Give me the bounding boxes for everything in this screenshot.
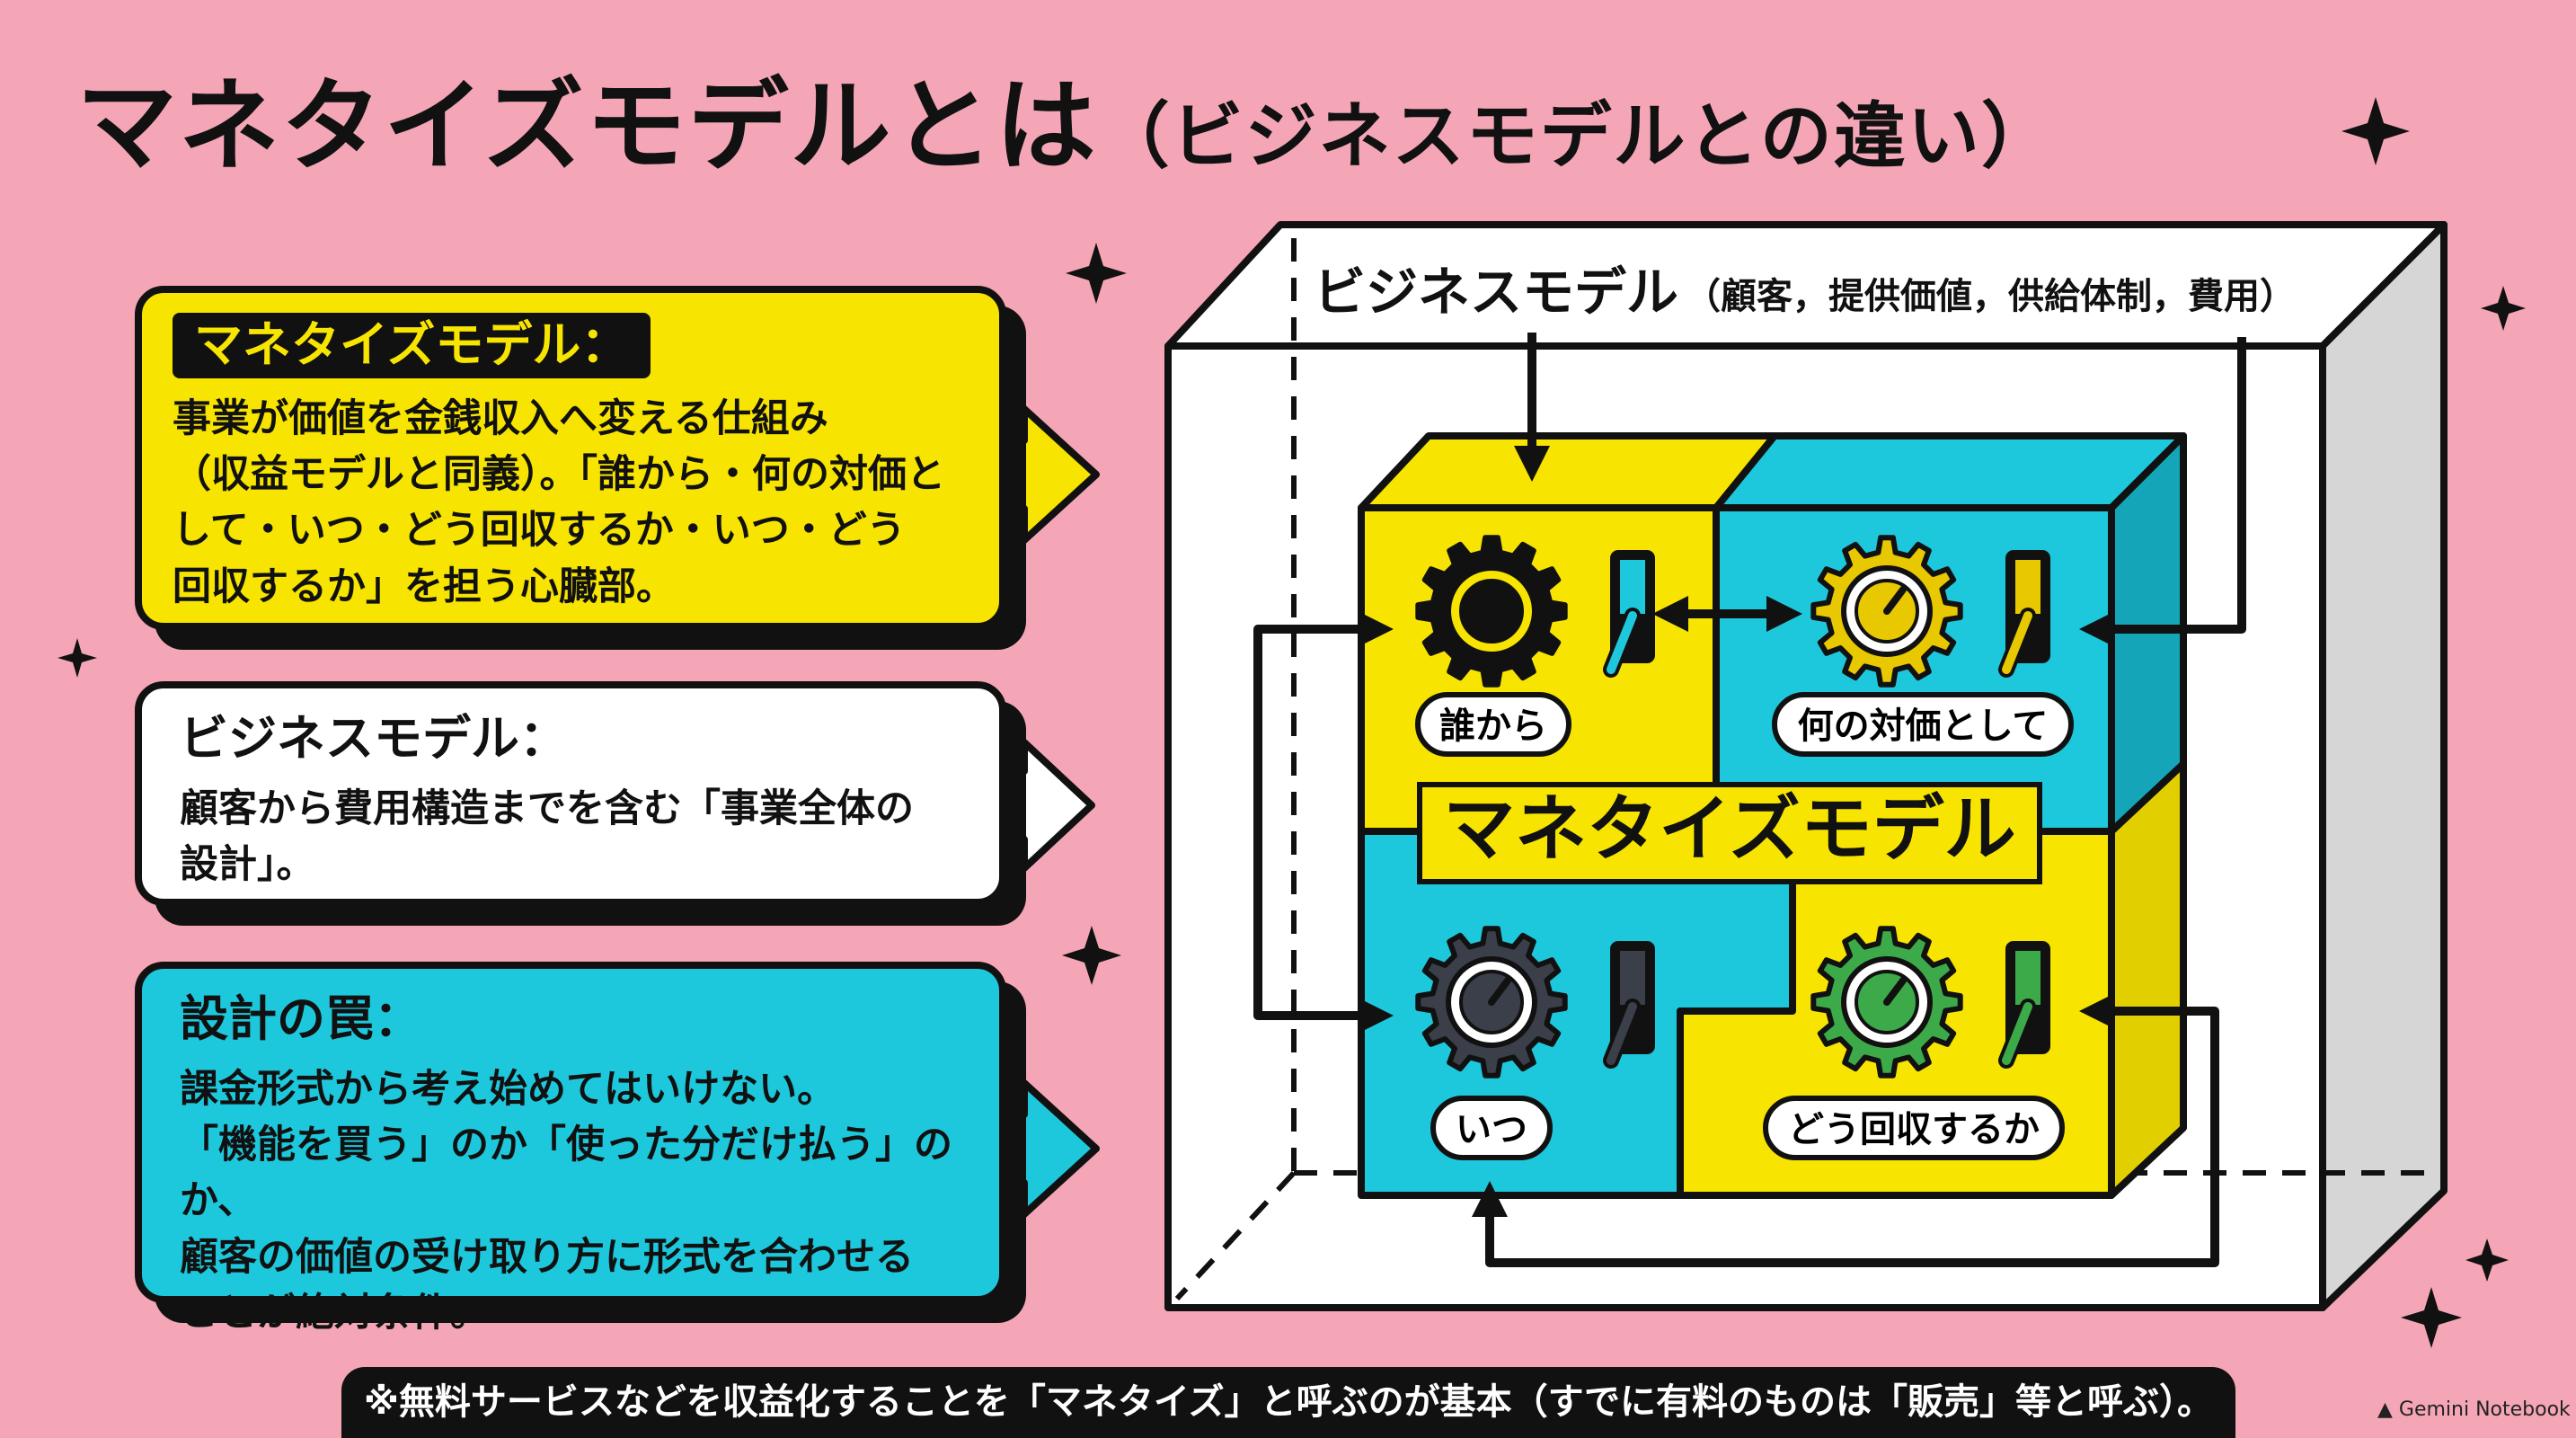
outer-sublabel: （顧客，提供価値，供給体制，費用） — [1685, 276, 2296, 317]
toggle-switch-icon — [1998, 550, 2050, 678]
flow-arrows — [1253, 333, 2246, 1267]
gear-icon — [1415, 535, 1568, 688]
sparkle-icon — [2401, 1287, 2462, 1348]
sparkle-decorations — [58, 97, 2526, 1348]
gear-icon — [1810, 535, 1963, 688]
toggle-switch-icon — [1603, 550, 1655, 678]
sparkle-icon — [1066, 243, 1127, 304]
page-title-main: マネタイズモデルとは — [76, 68, 1098, 185]
page-title: マネタイズモデルとは（ビジネスモデルとの違い） — [76, 45, 2233, 191]
quadrant-label-when: いつ — [1456, 1109, 1527, 1150]
card-heading: 設計の罠： — [180, 990, 422, 1047]
card-heading: マネタイズモデル： — [173, 313, 651, 378]
sparkle-icon — [58, 638, 97, 678]
right-arrow-icon — [996, 1079, 1100, 1218]
right-arrow-icon — [996, 739, 1095, 872]
card-business-model: ビジネスモデル： 顧客から費用構造までを含む「事業全体の 設計」。 — [135, 681, 1006, 906]
toggle-switch-icon — [1998, 941, 2050, 1069]
card-design-trap: 設計の罠： 課金形式から考え始めてはいけない。 「機能を買う」のか「使った分だけ… — [135, 962, 1006, 1336]
card-body: 顧客から費用構造までを含む「事業全体の 設計」。 — [180, 786, 914, 888]
center-label: マネタイズモデル — [1443, 787, 2016, 871]
card-heading: ビジネスモデル： — [180, 710, 568, 767]
credit-text: Gemini Notebook — [2398, 1398, 2571, 1421]
quadrant-label-what: 何の対価として — [1798, 706, 2049, 747]
sparkle-icon — [2341, 97, 2410, 165]
card-arrows — [996, 405, 1100, 1218]
sparkle-icon — [2481, 286, 2526, 331]
outer-label: ビジネスモデル — [1314, 262, 1678, 323]
toggle-switch-icon — [1603, 941, 1655, 1069]
card-monetize-model: マネタイズモデル： 事業が価値を金銭収入へ変える仕組み （収益モデルと同義）。「… — [135, 286, 1006, 630]
sparkle-icon — [2465, 1238, 2509, 1282]
right-arrow-icon — [996, 405, 1100, 544]
quadrant-label-who: 誰から — [1439, 706, 1547, 747]
footer-note: ※無料サービスなどを収益化することを「マネタイズ」と呼ぶのが基本（すでに有料のも… — [341, 1367, 2235, 1438]
quadrant-label-how: どう回収するか — [1788, 1109, 2040, 1150]
card-body: 事業が価値を金銭収入へ変える仕組み （収益モデルと同義）。「誰から・何の対価と … — [173, 395, 945, 609]
sparkle-icon — [1062, 926, 1121, 985]
center-label-box — [1417, 782, 2042, 884]
credit: ▲ Gemini Notebook — [2377, 1398, 2571, 1421]
card-body: 課金形式から考え始めてはいけない。 「機能を買う」のか「使った分だけ払う」のか、… — [180, 1066, 952, 1336]
page-title-sub: （ビジネスモデルとの違い） — [1097, 94, 2055, 178]
